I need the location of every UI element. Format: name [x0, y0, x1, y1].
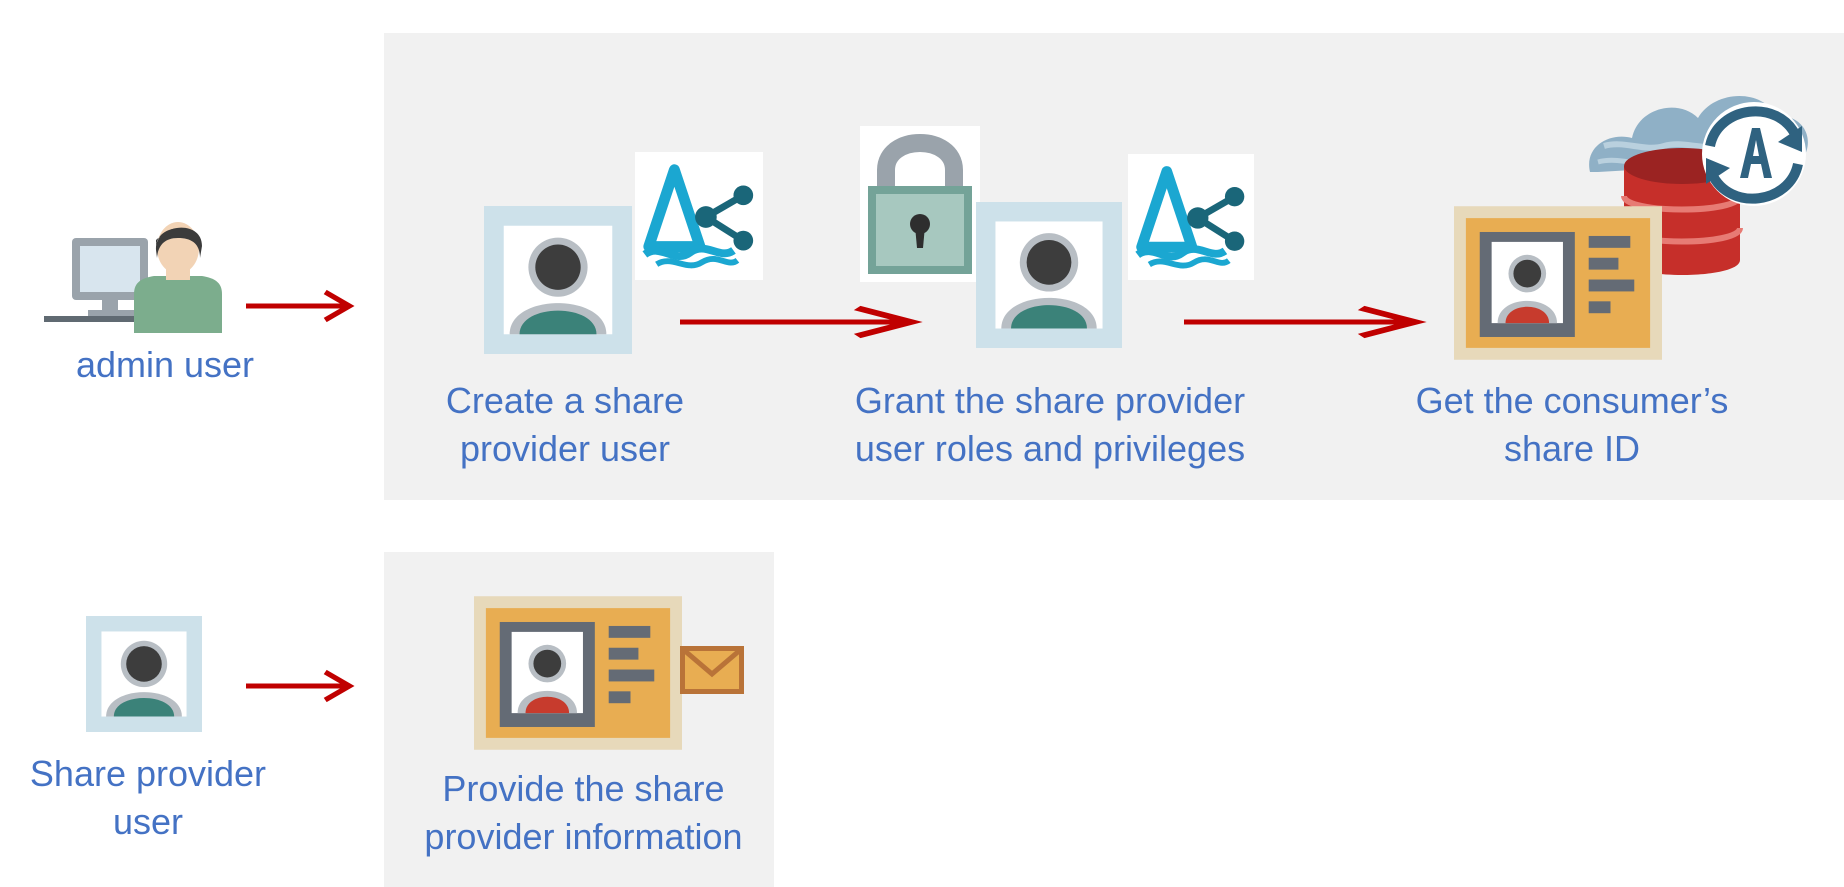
right-arrow-icon: [246, 286, 356, 326]
right-arrow-icon: [1184, 302, 1430, 342]
step-provide-info-line2: provider information: [424, 816, 743, 857]
data-share-icon: [631, 152, 767, 280]
admin-at-computer-icon: [44, 222, 222, 333]
step-get-share-id-line1: Get the consumer’s: [1415, 380, 1729, 421]
id-card-icon: [474, 596, 682, 750]
envelope-icon: [680, 646, 744, 694]
step-create-user-line2: provider user: [459, 428, 671, 469]
step-create-user-label: Create a share provider user: [400, 377, 730, 473]
right-arrow-icon: [246, 666, 356, 706]
step-grant-roles-line2: user roles and privileges: [854, 428, 1246, 469]
user-avatar-icon: [484, 206, 632, 354]
data-share-icon: [1124, 154, 1258, 280]
step-grant-roles-label: Grant the share provider user roles and …: [830, 377, 1270, 473]
step-get-share-id-line2: share ID: [1503, 428, 1641, 469]
step-grant-roles-line1: Grant the share provider: [854, 380, 1246, 421]
user-avatar-icon: [86, 616, 202, 732]
step-provide-info-line1: Provide the share: [442, 768, 725, 809]
autonomous-database-icon: [1589, 95, 1808, 275]
share-provider-user-label: Share provider user: [0, 750, 296, 846]
share-provider-user-line1: Share provider: [29, 753, 267, 794]
padlock-icon: [860, 126, 980, 282]
right-arrow-icon: [680, 302, 926, 342]
share-provider-user-line2: user: [112, 801, 184, 842]
id-card-icon: [1454, 206, 1662, 360]
step-provide-info-label: Provide the share provider information: [396, 765, 771, 861]
step-get-share-id-label: Get the consumer’s share ID: [1382, 377, 1762, 473]
step-create-user-line1: Create a share: [445, 380, 685, 421]
user-avatar-icon: [976, 202, 1122, 348]
admin-user-label: admin user: [75, 344, 255, 385]
